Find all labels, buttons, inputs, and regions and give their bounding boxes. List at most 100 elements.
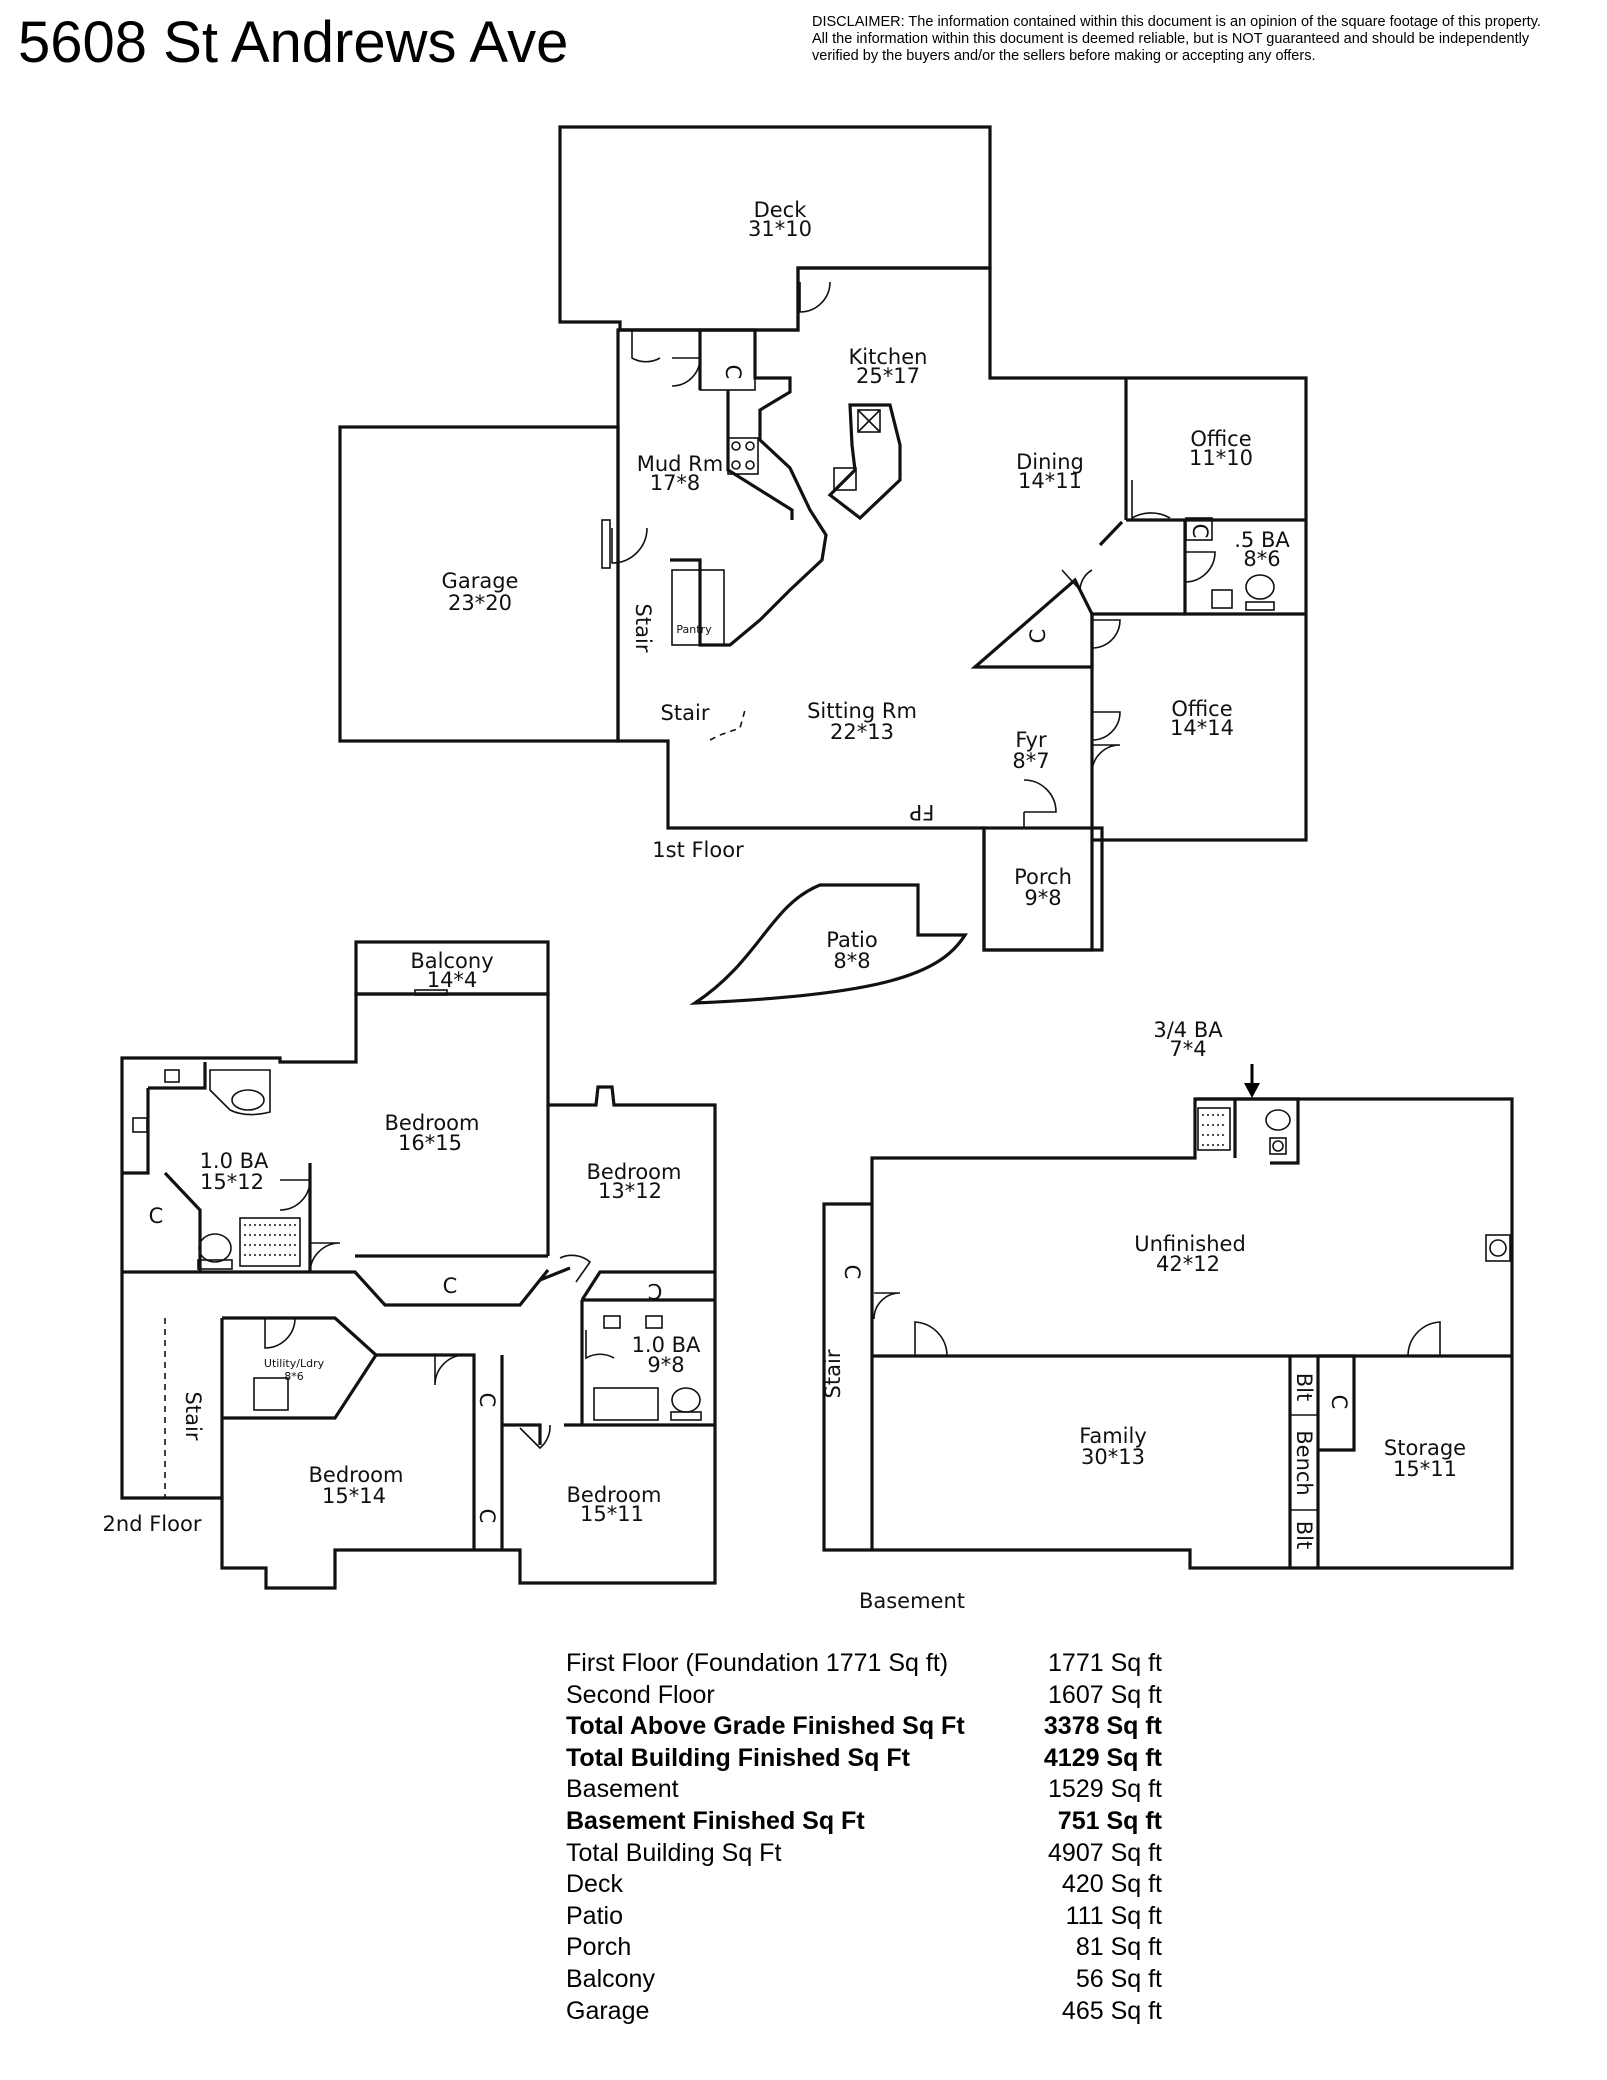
closet-label: C (149, 1204, 164, 1228)
room-name: Kitchen (849, 345, 928, 369)
room-name: Stair (661, 701, 710, 725)
closet-label: C (648, 1279, 663, 1303)
room-name: Stair (631, 604, 655, 653)
room-name: Deck (754, 198, 808, 222)
room-name: Family (1079, 1424, 1147, 1448)
room-dim: 8*6 (1243, 547, 1280, 571)
room-dim: 14*11 (1018, 469, 1082, 493)
floor-plan-drawing: Deck 31*10 Kitchen 25*17 Mud Rm 17*8 Din… (103, 125, 1514, 1613)
summary-row: Garage 465 Sq ft (566, 1996, 1186, 2028)
summary-row: Second Floor 1607 Sq ft (566, 1680, 1186, 1712)
closet-label: C (475, 1393, 499, 1408)
closet-label: C (443, 1274, 458, 1298)
room-dim: 9*8 (1024, 886, 1061, 910)
summary-label: Basement Finished Sq Ft (566, 1806, 865, 1835)
room-dim: 23*20 (448, 591, 512, 615)
summary-value: 4129 Sq ft (1043, 1743, 1162, 1772)
summary-label: Total Building Sq Ft (566, 1838, 782, 1867)
disclaimer-line: All the information within this document… (812, 31, 1530, 47)
room-dim: 22*13 (830, 720, 894, 744)
room-dim: 11*10 (1189, 446, 1253, 470)
room-dim: 42*12 (1156, 1252, 1220, 1276)
floor-label-2nd: 2nd Floor (103, 1512, 202, 1536)
room-name: Fyr (1015, 728, 1047, 752)
room-name: Blt (1292, 1521, 1316, 1549)
summary-value: 4907 Sq ft (1048, 1838, 1162, 1867)
room-dim: 8*7 (1012, 749, 1049, 773)
room-name: Unfinished (1134, 1232, 1246, 1256)
room-name: Bedroom (587, 1160, 682, 1184)
room-dim: 25*17 (856, 364, 920, 388)
disclaimer: DISCLAIMER: The information contained wi… (812, 14, 1602, 65)
room-name: Stair (181, 1392, 205, 1441)
room-name: Porch (1014, 865, 1072, 889)
summary-row: Total Building Finished Sq Ft 4129 Sq ft (566, 1743, 1186, 1775)
first-floor-plan: Deck 31*10 Kitchen 25*17 Mud Rm 17*8 Din… (338, 125, 1308, 1005)
summary-label: Total Building Finished Sq Ft (566, 1743, 910, 1772)
summary-label: Basement (566, 1775, 679, 1804)
room-dim: 31*10 (748, 217, 812, 241)
summary-value: 1771 Sq ft (1048, 1649, 1162, 1677)
room-name: Sitting Rm (807, 699, 917, 723)
summary-value: 111 Sq ft (1065, 1901, 1162, 1930)
second-floor-plan: Balcony 14*4 (103, 940, 717, 1590)
closet-label: C (475, 1509, 499, 1524)
summary-label: Deck (566, 1870, 623, 1899)
basement-plan: 3/4 BA 7*4 Unfinished 42*12 Stair Family… (821, 1018, 1514, 1613)
summary-value: 81 Sq ft (1075, 1933, 1162, 1962)
room-name: .5 BA (1234, 528, 1290, 552)
summary-row: Basement 1529 Sq ft (566, 1774, 1186, 1806)
summary-row: First Floor (Foundation 1771 Sq ft)1771 … (566, 1648, 1186, 1680)
room-name: Blt (1292, 1373, 1316, 1401)
basement-outline (822, 1097, 1514, 1570)
room-dim: 8*8 (833, 949, 870, 973)
room-name: 1.0 BA (632, 1333, 701, 1357)
room-name: Mud Rm (637, 452, 723, 476)
room-name: Garage (442, 569, 519, 593)
room-name: Office (1171, 697, 1232, 721)
patio-outline (689, 883, 968, 1005)
summary-value: 1529 Sq ft (1048, 1775, 1162, 1804)
summary-value: 3378 Sq ft (1043, 1712, 1162, 1741)
room-name: Pantry (676, 623, 712, 636)
closet-label: C (1026, 629, 1050, 644)
summary-label: Balcony (566, 1964, 655, 1993)
room-dim: 15*12 (200, 1170, 264, 1194)
summary-value: 420 Sq ft (1061, 1870, 1162, 1899)
room-dim: 15*11 (580, 1502, 644, 1526)
room-name: Office (1190, 427, 1251, 451)
summary-row: Basement Finished Sq Ft 751 Sq ft (566, 1806, 1186, 1838)
disclaimer-line: verified by the buyers and/or the seller… (812, 48, 1316, 64)
room-dim: 30*13 (1081, 1445, 1145, 1469)
summary-value: 56 Sq ft (1075, 1964, 1162, 1993)
summary-value: 1607 Sq ft (1048, 1680, 1162, 1709)
room-dim: 14*4 (427, 968, 478, 992)
room-name: FP (910, 800, 935, 824)
summary-value: 465 Sq ft (1061, 1996, 1162, 2025)
room-dim: 13*12 (598, 1179, 662, 1203)
pantry-box (671, 569, 725, 646)
room-dim: 17*8 (650, 471, 701, 495)
closet-label: C (721, 365, 745, 380)
room-name: Stair (821, 1349, 845, 1398)
closet-label: C (1327, 1395, 1351, 1410)
summary-label: Garage (566, 1996, 650, 2025)
closet-label: C (840, 1265, 864, 1280)
room-dim: 7*4 (1169, 1037, 1206, 1061)
second-floor-outline (120, 992, 717, 1590)
room-name: 3/4 BA (1153, 1018, 1223, 1042)
summary-row: Balcony 56 Sq ft (566, 1964, 1186, 1996)
summary-value: 751 Sq ft (1057, 1806, 1162, 1835)
room-name: Bedroom (385, 1111, 480, 1135)
floor-label-1st: 1st Floor (652, 838, 744, 862)
room-dim: 14*14 (1170, 716, 1234, 740)
square-footage-summary: First Floor (Foundation 1771 Sq ft)1771 … (566, 1648, 1186, 2027)
room-dim: 9*8 (647, 1353, 684, 1377)
kitchen-island (827, 403, 902, 521)
summary-row: Total Building Sq Ft 4907 Sq ft (566, 1838, 1186, 1870)
room-name: Balcony (410, 949, 493, 973)
summary-label: Second Floor (566, 1680, 715, 1709)
